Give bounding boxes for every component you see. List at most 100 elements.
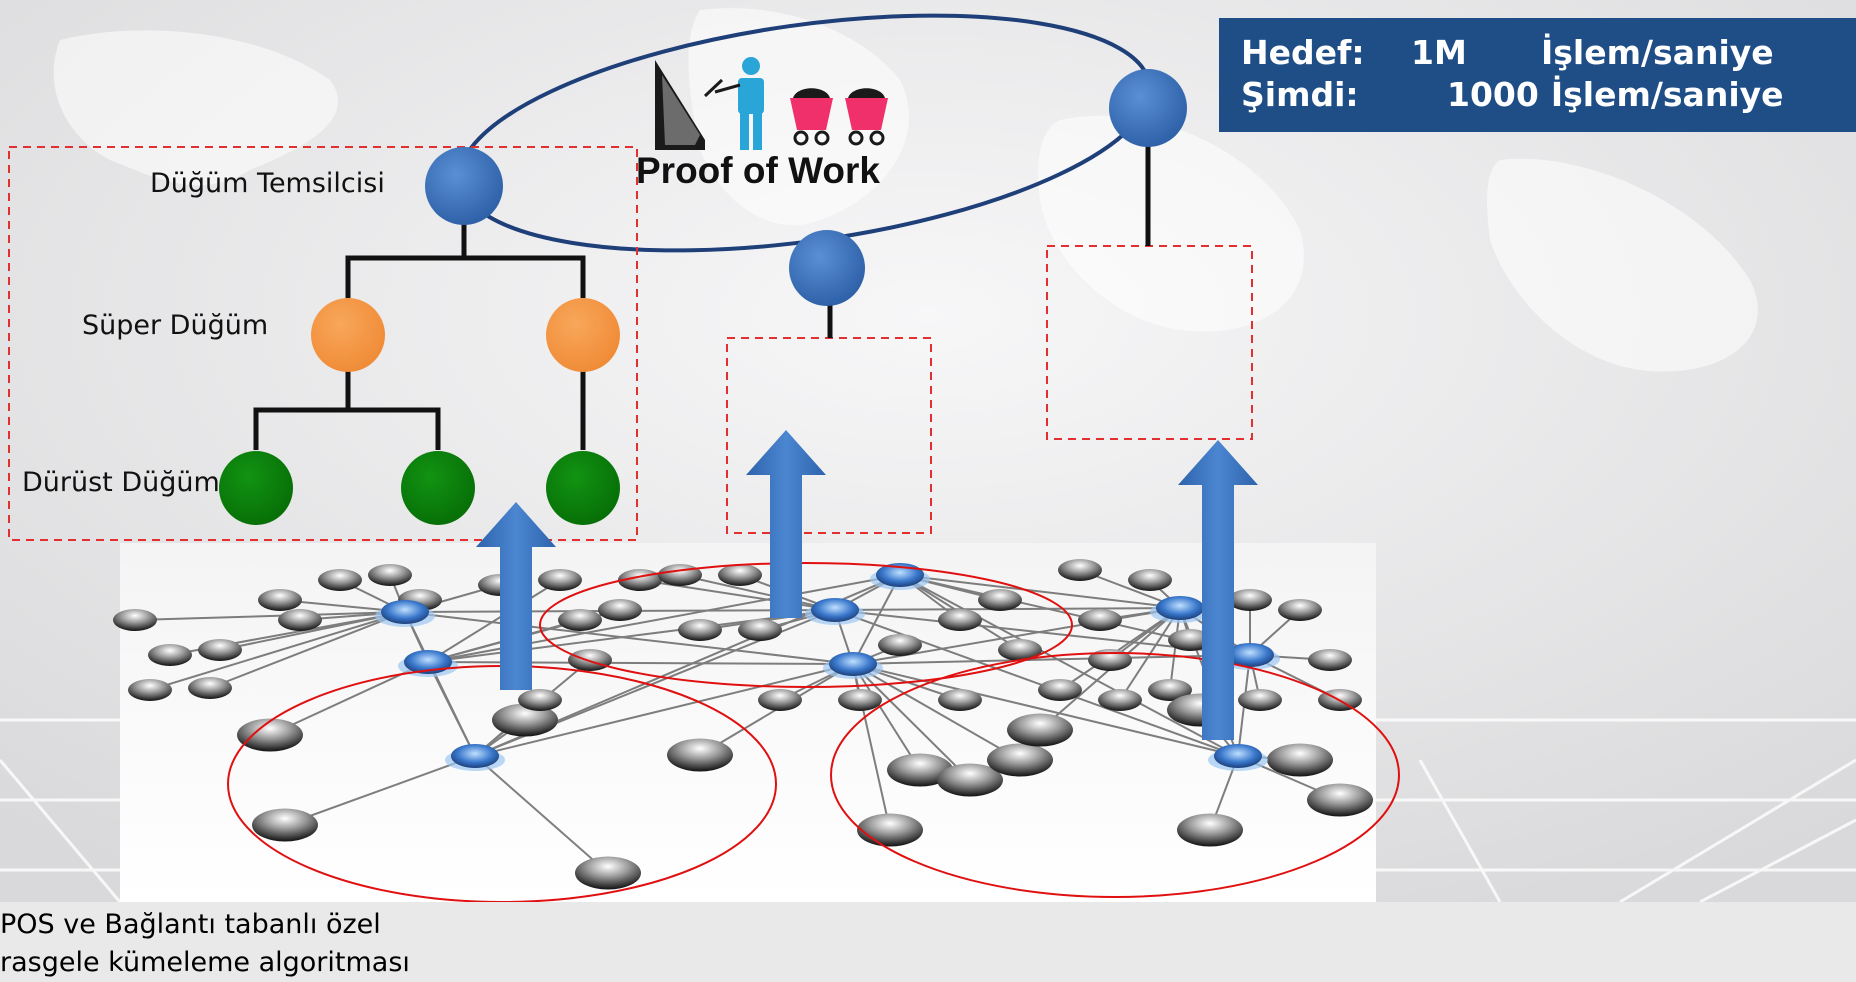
network-hub bbox=[876, 563, 924, 587]
network-node bbox=[738, 619, 782, 641]
cluster-box-left bbox=[8, 146, 638, 541]
network-node bbox=[718, 564, 762, 586]
network-node bbox=[1267, 743, 1333, 777]
current-value: 1000 bbox=[1447, 75, 1539, 114]
network-node bbox=[1148, 679, 1192, 701]
network-node bbox=[1238, 689, 1282, 711]
network-hub bbox=[1156, 596, 1204, 620]
network-node bbox=[278, 609, 322, 631]
network-node bbox=[938, 689, 982, 711]
network-link bbox=[427, 609, 836, 663]
network-node bbox=[148, 644, 192, 666]
network-node bbox=[938, 609, 982, 631]
network-node bbox=[1038, 679, 1082, 701]
network-node bbox=[1278, 599, 1322, 621]
network-node bbox=[878, 634, 922, 656]
representative-node-right bbox=[1109, 69, 1187, 147]
network-link bbox=[149, 611, 406, 691]
honest-node-1 bbox=[219, 451, 293, 525]
network-node bbox=[1177, 813, 1243, 847]
network-hub bbox=[451, 744, 499, 768]
miner-icon bbox=[655, 57, 764, 150]
network-node bbox=[518, 689, 562, 711]
network-link bbox=[404, 611, 854, 665]
cluster-ring-right bbox=[830, 652, 1400, 898]
super-node-label: Süper Düğüm bbox=[82, 310, 269, 341]
network-link bbox=[899, 574, 1181, 609]
network-node bbox=[598, 599, 642, 621]
node-representative-label: Düğüm Temsilcisi bbox=[150, 168, 385, 199]
network-hub bbox=[381, 600, 429, 624]
network-node bbox=[658, 564, 702, 586]
proof-of-work-label: Proof of Work bbox=[636, 150, 880, 191]
network-hub bbox=[404, 650, 452, 674]
network-node bbox=[1228, 589, 1272, 611]
network-hub bbox=[1226, 643, 1274, 667]
network-node bbox=[1098, 689, 1142, 711]
network-node bbox=[857, 813, 923, 847]
target-label: Hedef: bbox=[1241, 33, 1365, 72]
network-link bbox=[679, 574, 836, 611]
network-link bbox=[219, 611, 406, 651]
arrow-up-left bbox=[476, 502, 556, 690]
network-link bbox=[474, 755, 609, 874]
current-unit: İşlem/saniye bbox=[1550, 75, 1784, 114]
network-link bbox=[209, 611, 406, 689]
network-link bbox=[474, 663, 854, 757]
network-node bbox=[758, 689, 802, 711]
network-link bbox=[852, 574, 901, 665]
network-node bbox=[1308, 649, 1352, 671]
network-node bbox=[368, 564, 412, 586]
network-node bbox=[678, 619, 722, 641]
network-node bbox=[998, 639, 1042, 661]
network-node bbox=[558, 609, 602, 631]
algorithm-line-2: rasgele kümeleme algoritması bbox=[0, 947, 410, 978]
network-hub bbox=[811, 598, 859, 622]
representative-node-middle bbox=[789, 230, 865, 306]
network-link bbox=[427, 661, 854, 665]
honest-node-2 bbox=[401, 451, 475, 525]
algorithm-description: POS ve Bağlantı tabanlı özel rasgele küm… bbox=[0, 906, 1856, 982]
network-node bbox=[1168, 629, 1212, 651]
cluster-ring-middle bbox=[539, 562, 1073, 688]
network-node bbox=[1078, 609, 1122, 631]
current-row: Şimdi: 1000 İşlem/saniye bbox=[1241, 74, 1856, 116]
algorithm-line-1: POS ve Bağlantı tabanlı özel bbox=[0, 909, 381, 940]
current-label: Şimdi: bbox=[1241, 75, 1359, 114]
network-node bbox=[978, 589, 1022, 611]
network-link bbox=[852, 663, 921, 771]
network-link bbox=[284, 755, 476, 826]
network-link bbox=[427, 579, 561, 663]
network-link bbox=[852, 663, 1021, 761]
network-link bbox=[899, 574, 1239, 757]
honest-node-label: Dürüst Düğüm bbox=[22, 467, 220, 498]
network-node bbox=[1307, 783, 1373, 817]
network-node bbox=[538, 569, 582, 591]
network-node bbox=[1128, 569, 1172, 591]
network-node bbox=[887, 753, 953, 787]
network-node bbox=[667, 738, 733, 772]
network-node bbox=[1007, 713, 1073, 747]
network-node bbox=[492, 703, 558, 737]
network-node bbox=[188, 677, 232, 699]
super-node-right bbox=[546, 298, 620, 372]
network-node bbox=[568, 649, 612, 671]
network-node bbox=[113, 609, 157, 631]
throughput-box: Hedef: 1M İşlem/saniye Şimdi: 1000 İşlem… bbox=[1219, 18, 1856, 132]
network-link bbox=[852, 663, 1239, 757]
network-hub bbox=[829, 652, 877, 676]
network-hub bbox=[1214, 744, 1262, 768]
network-link bbox=[852, 663, 971, 781]
target-unit: İşlem/saniye bbox=[1541, 33, 1774, 72]
network-node bbox=[1088, 649, 1132, 671]
mining-cart-icon bbox=[790, 88, 888, 146]
network-node bbox=[198, 639, 242, 661]
honest-node-3 bbox=[546, 451, 620, 525]
arrow-up-middle bbox=[746, 430, 826, 618]
network-node bbox=[987, 743, 1053, 777]
network-node bbox=[252, 808, 318, 842]
network-link bbox=[134, 611, 406, 621]
network-node bbox=[838, 689, 882, 711]
representative-node-left bbox=[425, 147, 503, 225]
target-row: Hedef: 1M İşlem/saniye bbox=[1241, 32, 1856, 74]
